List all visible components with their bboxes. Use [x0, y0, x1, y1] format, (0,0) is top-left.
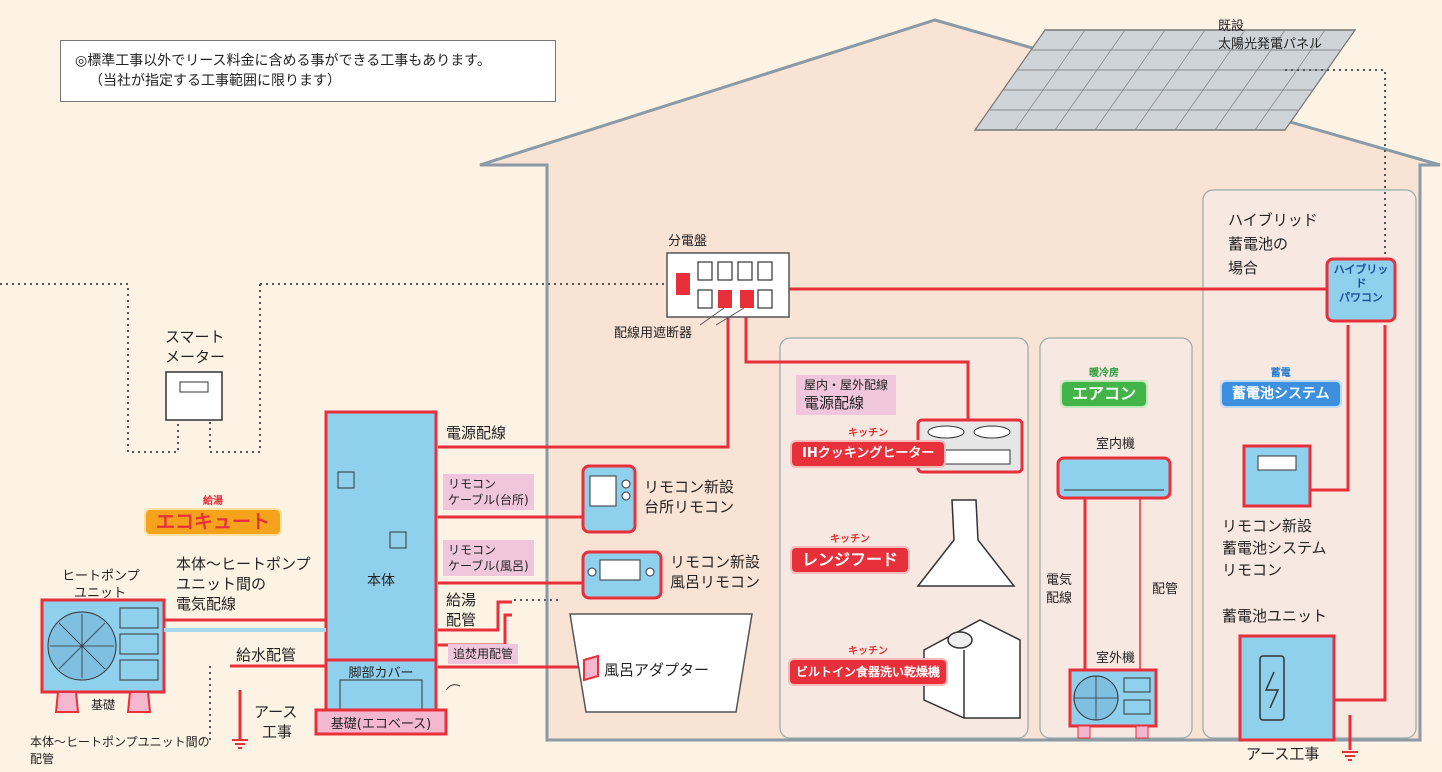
ecocute-badge: 給湯 エコキュート — [144, 496, 283, 536]
ih-badge: キッチン IHクッキングヒーター — [790, 428, 947, 468]
hp-piping-label-2: 配管 — [30, 752, 55, 766]
power-wire — [438, 300, 730, 449]
remote-cable-bath-2: ケーブル(風呂) — [448, 559, 529, 573]
heat-pump-label-1: ヒートポンプ — [62, 569, 140, 584]
kitchen-remote-label-1: リモコン新設 — [644, 478, 735, 496]
bath-adapter-label: 風呂アダプター — [604, 661, 710, 679]
remote-cable-kitchen-1: リモコン — [448, 477, 497, 491]
solar-panel — [973, 29, 1357, 131]
reheat-pipe-label: 追焚用配管 — [448, 644, 519, 664]
ground-work-label-1: アース — [254, 703, 298, 721]
range-hood-badge: キッチン レンジフード — [790, 534, 911, 574]
heat-pump-label-2: ユニット — [74, 586, 127, 601]
aircon-badge-name: エアコン — [1060, 380, 1149, 408]
hp-wiring-label-3: 電気配線 — [176, 595, 237, 613]
dishwasher-badge: キッチン ビルトイン食器洗い乾燥機 — [788, 646, 949, 686]
battery-system-badge-name: 蓄電池システム — [1220, 380, 1342, 408]
remote-cable-kitchen-label: リモコン ケーブル(台所) — [443, 474, 534, 510]
note-box: ◎標準工事以外でリース料金に含める事ができる工事もあります。 （当社が指定する工… — [60, 40, 556, 102]
battery-unit-label: 蓄電池ユニット — [1222, 607, 1328, 625]
ih-wire — [744, 300, 970, 420]
remote-cable-bath-1: リモコン — [448, 543, 497, 557]
hot-water-pipe-label-1: 給湯 — [446, 591, 477, 609]
battery-remote-label-3: リモコン — [1222, 561, 1283, 579]
dishwasher-badge-tag: キッチン — [848, 646, 888, 657]
battery-system-badge: 蓄電 蓄電池システム — [1220, 368, 1342, 408]
battery-remote — [1242, 444, 1312, 508]
battery-system-badge-tag: 蓄電 — [1270, 368, 1291, 379]
dishwasher — [923, 619, 1021, 719]
outdoor-unit-label: 室外機 — [1096, 651, 1136, 666]
hp-wiring-label-1: 本体～ヒートポンプ — [176, 555, 311, 573]
bath-remote-label-1: リモコン新設 — [670, 553, 761, 571]
indoor-outdoor-wiring-1: 屋内・屋外配線 — [804, 378, 889, 392]
power-wiring-label: 電源配線 — [446, 424, 507, 442]
electric-wiring-label-1: 電気 — [1046, 573, 1073, 588]
note-line-1: ◎標準工事以外でリース料金に含める事ができる工事もあります。 — [75, 53, 491, 69]
note-line-2: （当社が指定する工事範囲に限ります） — [89, 73, 341, 89]
ground-work-label-2: 工事 — [262, 723, 293, 741]
range-hood — [916, 499, 1016, 587]
grid-line — [209, 284, 261, 453]
hybrid-case-label-3: 場合 — [1228, 259, 1259, 277]
indoor-outdoor-wiring-label: 屋内・屋外配線 電源配線 — [796, 375, 897, 415]
main-unit-label: 本体 — [367, 573, 395, 589]
battery-unit — [1238, 634, 1336, 742]
hp-foundation-label: 基礎 — [90, 698, 115, 712]
hybrid-pawacon-1: ハイブリッド — [1333, 263, 1389, 290]
smart-meter — [165, 371, 223, 421]
bath-remote-label-2: 風呂リモコン — [670, 573, 761, 591]
ecobase-label: 基礎(エコベース) — [330, 717, 432, 732]
dishwasher-badge-name: ビルトイン食器洗い乾燥機 — [788, 658, 949, 686]
piping-label: 配管 — [1152, 582, 1179, 597]
solar-label-1: 既設 — [1218, 19, 1245, 34]
smart-meter-label-1: スマート — [165, 328, 225, 346]
leg-cover-label: 脚部カバー — [348, 666, 414, 681]
distribution-board-label: 分電盤 — [668, 234, 708, 249]
ih-badge-name: IHクッキングヒーター — [790, 440, 947, 468]
hp-wiring-label-2: ユニット間の — [176, 575, 267, 593]
hot-water-pipe-label-2: 配管 — [446, 611, 477, 629]
solar-label-2: 太陽光発電パネル — [1218, 37, 1323, 52]
hybrid-pawacon-label: ハイブリッド パワコン — [1331, 263, 1391, 304]
electric-wiring-label-2: 配線 — [1046, 591, 1073, 606]
hybrid-case-label-2: 蓄電池の — [1228, 235, 1289, 253]
grid-line — [0, 283, 179, 453]
aircon-badge-tag: 暖冷房 — [1089, 368, 1119, 379]
hybrid-case-label-1: ハイブリッド — [1228, 211, 1318, 229]
kitchen-remote-label-2: 台所リモコン — [644, 498, 735, 516]
battery-remote-label-1: リモコン新設 — [1222, 517, 1313, 535]
remote-cable-kitchen-2: ケーブル(台所) — [448, 493, 529, 507]
ih-badge-tag: キッチン — [848, 428, 889, 439]
battery-ground-label: アース工事 — [1246, 745, 1320, 763]
smart-meter-label-2: メーター — [165, 348, 226, 366]
water-supply-label: 給水配管 — [236, 646, 297, 664]
ecobase — [314, 708, 448, 736]
remote-cable-bath-label: リモコン ケーブル(風呂) — [443, 540, 534, 576]
ecocute-badge-tag: 給湯 — [203, 496, 223, 507]
bathtub — [569, 613, 753, 713]
hp-piping-label-1: 本体～ヒートポンプユニット間の — [30, 735, 210, 749]
battery-remote-label-2: 蓄電池システム — [1222, 539, 1327, 557]
indoor-outdoor-wiring-2: 電源配線 — [804, 394, 865, 412]
indoor-unit-label: 室内機 — [1096, 437, 1136, 452]
aircon-badge: 暖冷房 エアコン — [1060, 368, 1149, 408]
range-hood-badge-name: レンジフード — [790, 546, 911, 574]
ecocute-badge-name: エコキュート — [144, 508, 283, 536]
breaker-label: 配線用遮断器 — [614, 326, 693, 341]
hybrid-pawacon-box — [1325, 257, 1397, 323]
aircon-indoor — [1056, 456, 1172, 500]
hybrid-pawacon-2: パワコン — [1339, 291, 1383, 304]
aircon-room — [1039, 337, 1193, 739]
range-hood-badge-tag: キッチン — [830, 534, 870, 545]
